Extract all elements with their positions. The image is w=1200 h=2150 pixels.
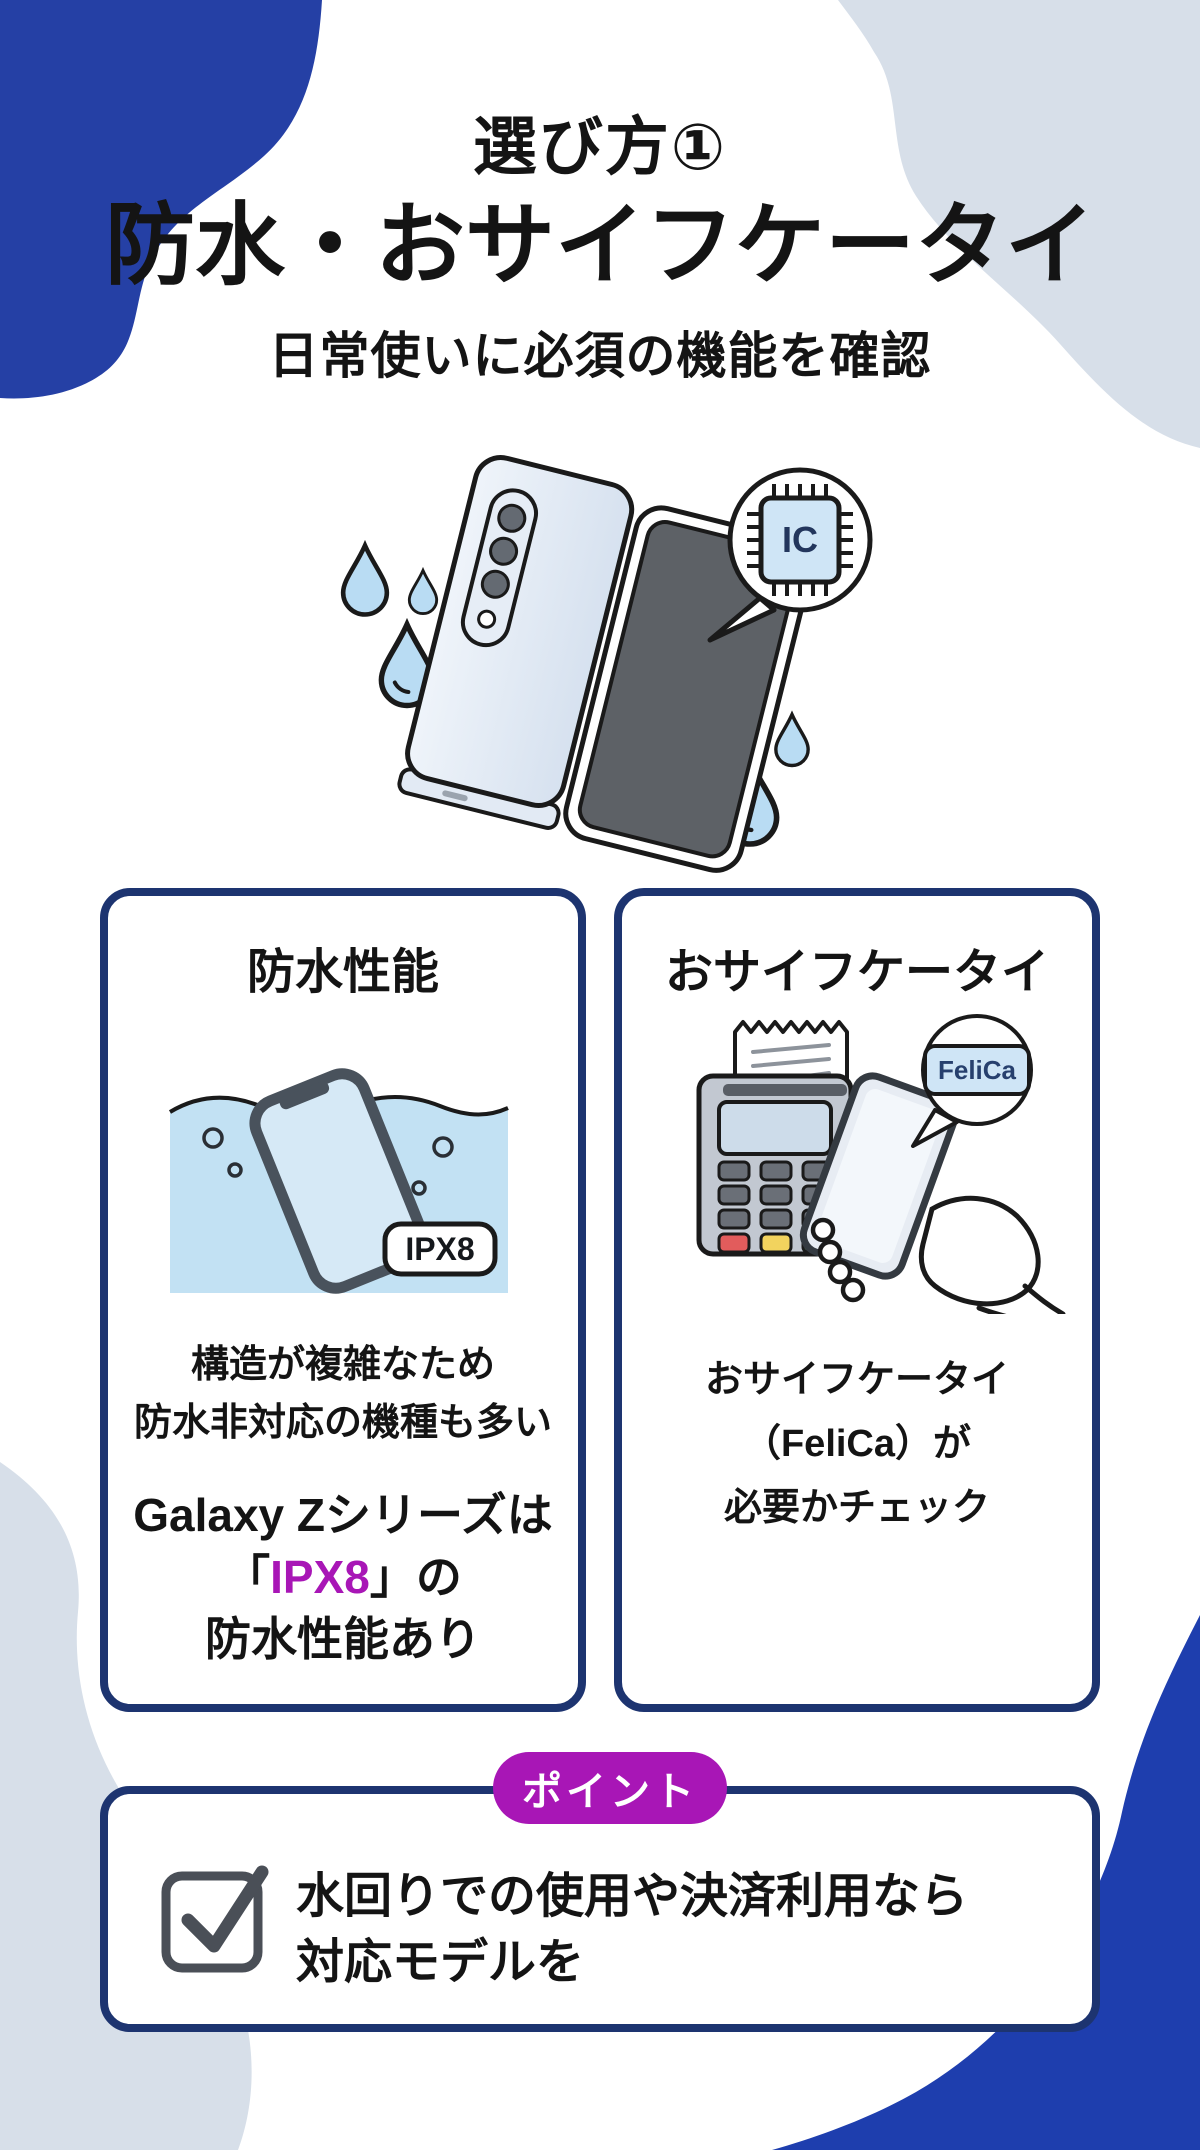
point-text-line2: 対応モデルを <box>296 1936 585 1989</box>
checkbox-icon <box>161 1865 269 1973</box>
fingers <box>810 1217 866 1303</box>
blob-top-right <box>838 0 1200 448</box>
hero-illustration: IC <box>340 455 873 873</box>
osaifu-card-title: おサイフケータイ <box>664 946 1049 999</box>
waterproof-note: 構造が複雑なため 防水非対応の機種も多い <box>108 1336 578 1452</box>
osaifu-note-line1: おサイフケータイ <box>704 1359 1009 1401</box>
palm <box>918 1195 1041 1307</box>
waterproof-detail-line1: Galaxy Zシリーズは <box>133 1489 553 1541</box>
page-subtitle: 日常使いに必須の機能を確認 <box>268 328 932 384</box>
step-badge: 選び方① <box>472 111 728 183</box>
waterproof-card: 防水性能 IPX8 構造が複雑なため 防水非対応の機種も多い <box>100 888 586 1712</box>
osaifu-card: おサイフケータイ <box>614 888 1100 1712</box>
osaifu-note-line3: 必要かチェック <box>723 1487 990 1529</box>
felica-badge-label: FeliCa <box>938 1055 1017 1085</box>
ic-chip-label: IC <box>782 519 818 560</box>
phone-screen <box>577 520 800 859</box>
felica-badge <box>923 1044 1031 1096</box>
waterproof-detail: Galaxy Zシリーズは 「IPX8」の 防水性能あり <box>108 1484 578 1670</box>
foldable-phone-illustration <box>397 455 815 873</box>
osaifu-note: おサイフケータイ （FeliCa）が 必要かチェック <box>622 1348 1092 1540</box>
ic-chip-speech-bubble: IC <box>707 467 873 643</box>
point-badge: ポイント <box>493 1752 727 1824</box>
camera-module <box>460 488 539 648</box>
waterproof-illustration: IPX8 <box>168 1068 509 1294</box>
submerged-phone <box>249 1068 429 1294</box>
page-title: 防水・おサイフケータイ <box>105 196 1095 296</box>
hand-with-phone <box>799 1072 1066 1314</box>
waterproof-note-line1: 構造が複雑なため <box>190 1344 495 1386</box>
blob-top-left <box>0 0 322 399</box>
waterproof-note-line2: 防水非対応の機種も多い <box>133 1402 552 1444</box>
point-text: 水回りでの使用や決済利用なら 対応モデルを <box>296 1864 968 1996</box>
waterproof-detail-line2: 「IPX8」の <box>224 1551 462 1603</box>
ipx8-badge-label: IPX8 <box>405 1231 474 1267</box>
osaifu-illustration: FeliCa <box>696 1014 1066 1314</box>
charging-port <box>442 790 468 802</box>
wrist-lines <box>976 1283 1066 1314</box>
point-text-line1: 水回りでの使用や決済利用なら <box>296 1870 969 1923</box>
waterproof-card-title: 防水性能 <box>246 946 439 999</box>
terminal-screen <box>717 1100 833 1156</box>
ipx8-highlight: IPX8 <box>270 1551 370 1603</box>
waterproof-detail-line3: 防水性能あり <box>205 1613 481 1665</box>
ic-chip-icon: IC <box>747 484 853 596</box>
check-icon <box>181 1865 269 1953</box>
osaifu-note-line2: （FeliCa）が <box>742 1423 972 1465</box>
felica-speech-bubble: FeliCa <box>911 1014 1033 1148</box>
ipx8-badge: IPX8 <box>382 1221 498 1277</box>
point-card: 水回りでの使用や決済利用なら 対応モデルを <box>100 1786 1100 2032</box>
air-bubbles <box>202 1127 454 1196</box>
